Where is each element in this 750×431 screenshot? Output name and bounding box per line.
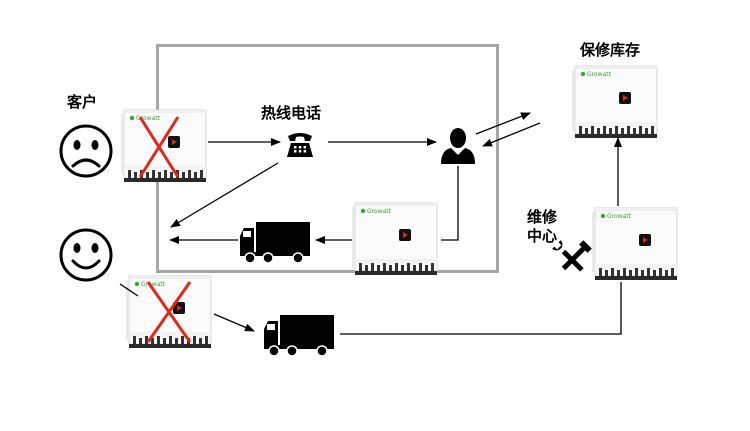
repair-center-label-line1: 维修 (527, 208, 558, 226)
spare-stock-inverter-icon (571, 65, 658, 139)
arrow-fault-to-customer-diagonal (170, 162, 279, 228)
repaired-inverter-icon (591, 207, 678, 281)
spare-stock-label: 保修库存 (580, 41, 641, 59)
arrow-stock-to-service (482, 122, 541, 147)
delivery-truck-icon (239, 221, 311, 264)
replacement-inverter-icon (351, 202, 438, 276)
arrow-service-to-replacement (441, 166, 459, 241)
faulty-inverter-icon (120, 109, 207, 183)
line-happy-to-returned (119, 283, 139, 297)
hotline-label: 热线电话 (261, 104, 322, 122)
service-person-icon (441, 128, 475, 164)
red-cross-icon (138, 116, 180, 178)
red-cross-icon-2 (146, 281, 192, 343)
repair-center-label-line2: 中心 (527, 227, 558, 245)
repair-tools-icon (552, 240, 592, 272)
arrow-service-to-stock (475, 112, 531, 135)
sad-face-icon (59, 124, 113, 178)
return-truck-icon (263, 314, 335, 357)
arrow-returned-to-truck (213, 313, 255, 332)
repair-center-label: 维修 中心 (527, 208, 557, 246)
customer-label: 客户 (67, 93, 98, 111)
arrow-truck-to-repair (340, 282, 622, 335)
happy-face-icon (59, 228, 113, 282)
telephone-icon (287, 133, 313, 157)
